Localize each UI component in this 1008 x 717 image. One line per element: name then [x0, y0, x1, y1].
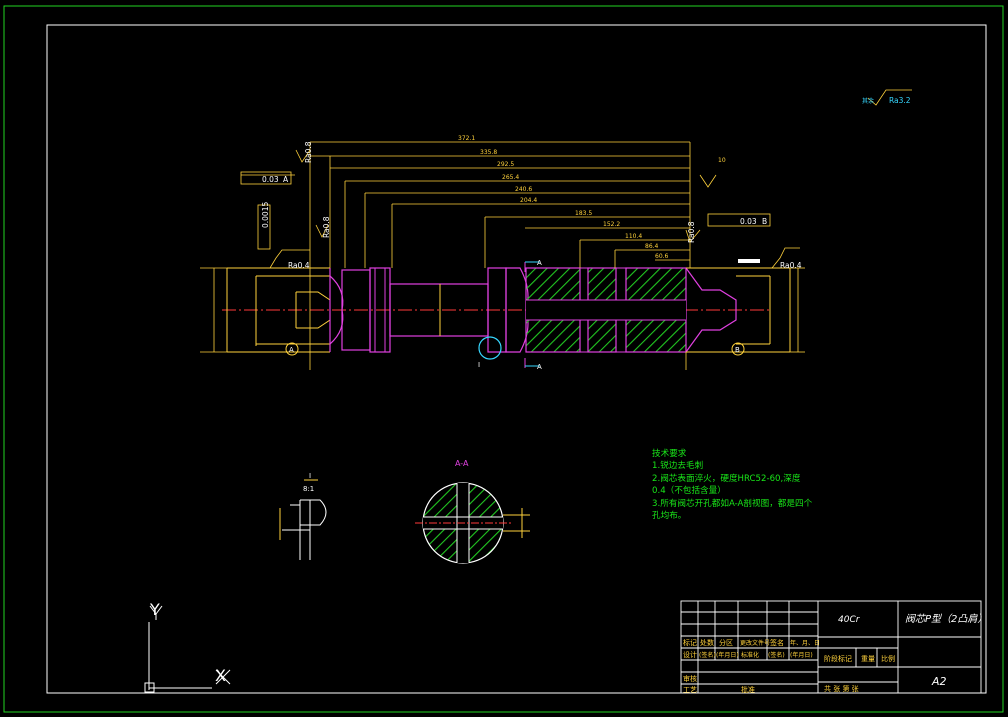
tb-row2-3: 标准化	[741, 652, 760, 659]
dim-9: 110.4	[625, 233, 642, 240]
tb-row1-5: 年、月、日	[790, 640, 821, 647]
tolerance-left-datum: A	[283, 175, 289, 184]
tb-row2-4: (签名)	[768, 652, 785, 659]
dim-7: 183.5	[575, 210, 592, 217]
material: 40Cr	[838, 615, 860, 625]
ucs-x: X	[215, 666, 226, 685]
roughness-mark-5: Ra0.4	[780, 261, 802, 270]
roughness-mark-2: Ra0.8	[322, 216, 331, 238]
tb-process: 工艺	[683, 686, 697, 694]
notes-heading: 技术要求	[652, 449, 687, 459]
roughness-global-prefix: 其余	[862, 97, 874, 105]
detail-view	[279, 479, 327, 560]
dim-10: 86.4	[645, 243, 659, 250]
section-marker-bottom: A	[537, 363, 542, 371]
dim-8: 152.2	[603, 221, 620, 228]
tb-row1-4: 签名	[770, 639, 784, 647]
tb-row2-1: (签名)	[699, 652, 716, 659]
tolerance-right-value: 0.03	[740, 217, 757, 226]
dim-4: 265.4	[502, 174, 519, 181]
tb-row1-2: 分区	[719, 639, 733, 647]
datum-left: A	[289, 346, 294, 354]
roughness-mark-1: Ra0.8	[304, 141, 313, 163]
roughness-global: Ra3.2	[889, 96, 911, 105]
ucs-y: Y	[150, 600, 160, 619]
note-item: 3.所有阀芯开孔都如A-A剖视图，都是四个	[652, 498, 813, 509]
tb-approve: 批准	[741, 686, 755, 694]
ucs-icon	[144, 605, 231, 693]
roughness-mark-4: Ra0.8	[687, 221, 696, 243]
dim-1: 372.1	[458, 135, 475, 142]
note-item: 0.4（不包括含量）	[652, 486, 726, 497]
tb-review: 审核	[683, 675, 697, 683]
main-view	[222, 259, 791, 368]
tb-scale: 比例	[881, 655, 895, 663]
tb-row2-5: (年月日)	[790, 652, 813, 659]
detail-marker: I	[478, 361, 480, 369]
part-name: 阀芯P型（2凸肩）	[905, 614, 988, 625]
datum-right: B	[735, 346, 740, 354]
dim-12: 10	[718, 157, 726, 164]
title-block	[680, 600, 982, 694]
tb-sheets: 共 张 第 张	[824, 685, 859, 693]
drawing-frame	[46, 24, 987, 694]
section-view	[415, 482, 530, 564]
tb-weight: 重量	[861, 655, 875, 663]
tolerance-right-datum: B	[762, 217, 767, 226]
dim-3: 292.5	[497, 161, 514, 168]
note-item: 2.阀芯表面淬火，硬度HRC52-60,深度	[652, 473, 801, 484]
section-title: A-A	[455, 459, 469, 468]
tb-row1-1: 处数	[700, 639, 714, 647]
tb-row2-2: (年月日)	[716, 652, 739, 659]
tb-row2-0: 设计	[683, 651, 697, 659]
dim-2: 335.8	[480, 149, 497, 156]
detail-label: I	[309, 472, 311, 480]
tolerance-vert-value: 0.0015	[261, 202, 270, 228]
note-item: 1.锐边去毛刺	[652, 461, 704, 472]
dim-6: 204.4	[520, 197, 537, 204]
technical-requirements: 技术要求 1.锐边去毛刺 2.阀芯表面淬火，硬度HRC52-60,深度 0.4（…	[652, 448, 812, 522]
note-item: 孔均布。	[652, 511, 687, 522]
tolerance-left-value: 0.03	[262, 175, 279, 184]
detail-scale: 8:1	[303, 485, 314, 493]
sheet-size: A2	[932, 675, 947, 688]
tb-stage-mark: 阶段标记	[824, 655, 852, 663]
tb-row1-0: 标记	[683, 639, 697, 647]
detail-highlight-circle	[478, 336, 502, 360]
roughness-mark-3: Ra0.4	[288, 261, 310, 270]
dimension-lines	[200, 89, 912, 370]
section-marker-top: A	[537, 259, 542, 267]
dim-11: 60.6	[655, 253, 669, 260]
outer-border	[3, 5, 1004, 713]
dim-5: 240.6	[515, 186, 532, 193]
tb-row1-3: 更改文件号	[740, 640, 771, 647]
